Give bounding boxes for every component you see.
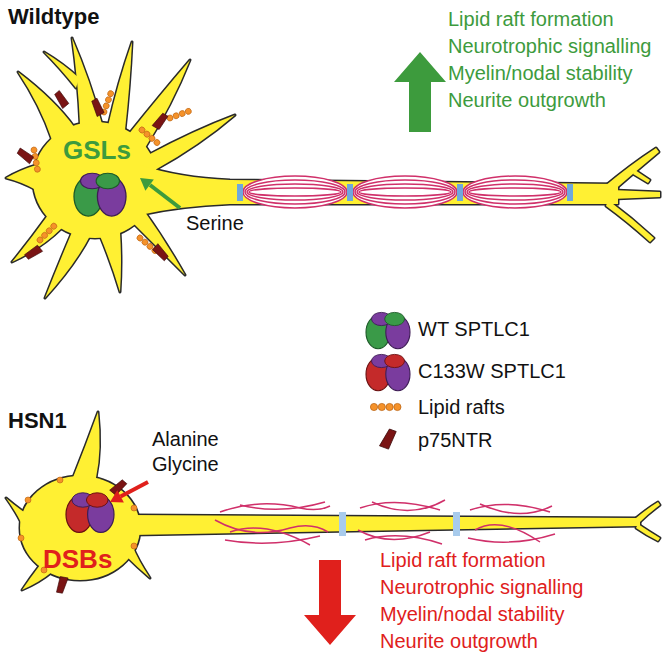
effect-text: Neurite outgrowth xyxy=(380,630,538,653)
legend-text: WT SPTLC1 xyxy=(418,318,530,341)
legend-lipid-raft-icon xyxy=(370,403,401,410)
substrate-label: Glycine xyxy=(152,453,219,476)
substrate-label: Serine xyxy=(186,212,244,235)
legend-text: p75NTR xyxy=(418,429,492,452)
effect-text: Lipid raft formation xyxy=(448,8,614,31)
wildtype-neuron xyxy=(6,38,660,298)
effect-text: Myelin/nodal stability xyxy=(380,603,565,626)
soma-lipid-node: GSLs xyxy=(61,134,133,168)
p75ntr-receptor xyxy=(56,478,126,594)
wt-sptlc1-enzyme xyxy=(74,173,126,216)
lipid-raft-cluster xyxy=(31,90,193,255)
legend-text: Lipid rafts xyxy=(418,396,505,419)
soma-lipid-node: DSBs xyxy=(41,543,114,577)
legend-wt-enzyme-icon xyxy=(366,312,410,348)
alanine-glycine-arrow xyxy=(110,482,148,503)
effect-text: Neurotrophic signalling xyxy=(380,576,583,599)
legend-text: C133W SPTLC1 xyxy=(418,360,566,383)
effect-text: Lipid raft formation xyxy=(380,549,546,572)
myelin-sheath xyxy=(243,176,567,208)
panel-title: Wildtype xyxy=(8,4,99,29)
substrate-label: Alanine xyxy=(152,428,219,451)
node-of-ranvier xyxy=(339,512,460,536)
legend-p75ntr-icon xyxy=(379,428,396,450)
hsn1-neuron xyxy=(6,412,660,590)
decrease-arrow xyxy=(304,560,356,645)
effect-text: Neurite outgrowth xyxy=(448,89,606,112)
increase-arrow xyxy=(394,52,446,132)
disrupted-myelin xyxy=(215,500,555,545)
effect-text: Neurotrophic signalling xyxy=(448,35,651,58)
lipid-class-label: DSBs xyxy=(43,545,112,575)
legend-mutant-enzyme-icon xyxy=(366,354,410,390)
node-of-ranvier xyxy=(237,184,573,201)
effect-text: Myelin/nodal stability xyxy=(448,62,633,85)
lipid-class-label: GSLs xyxy=(63,136,131,166)
serine-arrow xyxy=(140,178,180,208)
panel-title: HSN1 xyxy=(8,408,67,433)
c133w-sptlc1-enzyme xyxy=(66,493,114,533)
p75ntr-receptor xyxy=(16,91,170,262)
